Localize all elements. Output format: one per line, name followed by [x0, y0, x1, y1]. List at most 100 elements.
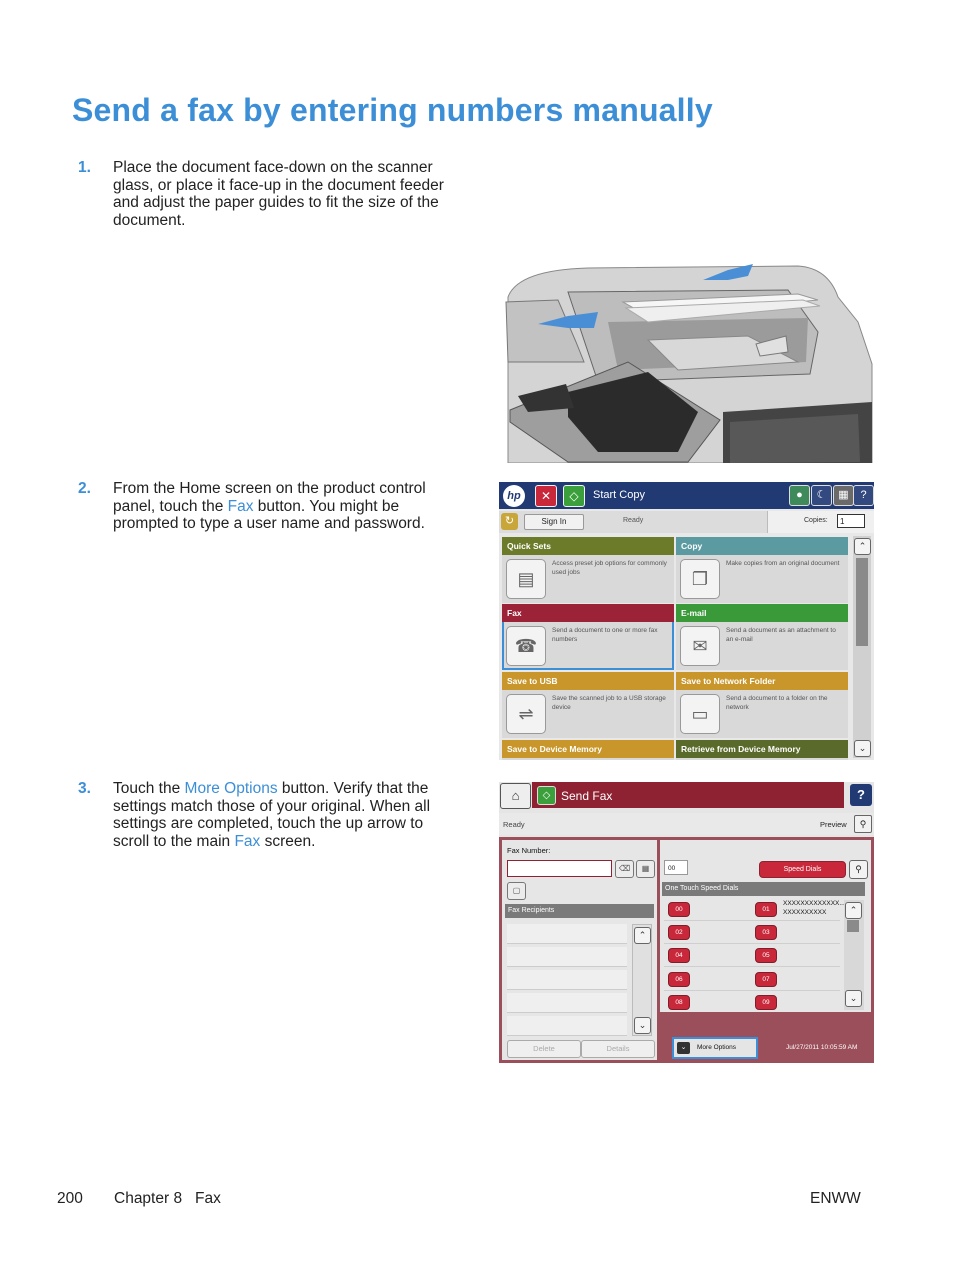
speed-dial-input[interactable]: 00 — [664, 860, 688, 875]
more-options-link[interactable]: More Options — [184, 780, 278, 797]
start-copy-label[interactable]: Start Copy — [593, 489, 645, 501]
step-text-part: button. You might be prompted to type a … — [113, 497, 425, 533]
speed-dial-scrollbar[interactable]: ⌃ ⌄ — [844, 900, 864, 1010]
details-button[interactable]: Details — [581, 1040, 655, 1058]
step-text-part: Touch the — [113, 780, 185, 797]
scroll-up-icon[interactable]: ⌃ — [634, 927, 651, 944]
speed-dial-key[interactable]: 08 — [668, 995, 690, 1010]
speed-dial-key[interactable]: 03 — [755, 925, 777, 940]
list-item[interactable] — [507, 1016, 627, 1036]
tile-description: Send a document to a folder on the netwo… — [726, 695, 828, 711]
fax-number-input[interactable] — [507, 860, 612, 877]
list-item[interactable] — [507, 924, 627, 944]
step-text: From the Home screen on the product cont… — [113, 480, 448, 533]
step-number: 1. — [78, 159, 91, 176]
tile-description: Access preset job options for commonly u… — [552, 560, 667, 576]
fax-icon: ☎ — [506, 626, 546, 666]
tile-title: Fax — [502, 604, 674, 622]
status-text: Ready — [623, 517, 644, 524]
home-scrollbar[interactable]: ⌃ ⌄ — [853, 536, 871, 758]
add-recipient-icon[interactable]: ▢ — [507, 882, 526, 900]
help-icon[interactable]: ? — [853, 485, 874, 506]
speed-dial-key[interactable]: 02 — [668, 925, 690, 940]
tile-title: Copy — [676, 537, 848, 555]
start-icon[interactable]: ◇ — [563, 485, 585, 507]
list-item[interactable] — [507, 970, 627, 990]
scroll-down-icon[interactable]: ⌄ — [854, 740, 871, 757]
recipients-scrollbar[interactable]: ⌃ ⌄ — [632, 924, 652, 1036]
fax-link[interactable]: Fax — [227, 497, 254, 515]
speed-dial-key[interactable]: 01 — [755, 902, 777, 917]
more-options-label: More Options — [697, 1044, 737, 1051]
scroll-thumb[interactable] — [847, 920, 859, 932]
printer-illustration — [498, 262, 876, 463]
backspace-icon[interactable]: ⌫ — [615, 860, 634, 878]
copies-input[interactable]: 1 — [837, 514, 865, 528]
tile-copy[interactable]: Copy ❐ Make copies from an original docu… — [676, 537, 848, 603]
scroll-thumb[interactable] — [856, 558, 868, 646]
search-icon[interactable]: ⚲ — [849, 860, 868, 879]
quicksets-icon: ▤ — [506, 559, 546, 599]
speed-dial-key[interactable]: 06 — [668, 972, 690, 987]
scroll-up-icon[interactable]: ⌃ — [854, 538, 871, 555]
scroll-down-icon[interactable]: ⌄ — [634, 1017, 651, 1034]
one-touch-header: One Touch Speed Dials — [662, 882, 865, 896]
tile-title: E-mail — [676, 604, 848, 622]
speed-dial-key[interactable]: 07 — [755, 972, 777, 987]
speed-dials-button[interactable]: Speed Dials — [759, 861, 846, 878]
tile-retrieve-from-device-memory[interactable]: Retrieve from Device Memory — [676, 740, 848, 760]
tile-description: Save the scanned job to a USB storage de… — [552, 695, 666, 711]
tile-title: Quick Sets — [502, 537, 674, 555]
divider — [664, 966, 840, 967]
sleep-icon[interactable]: ☾ — [811, 485, 832, 506]
step-3: 3. Touch the More Options button. Verify… — [78, 780, 448, 850]
step-1: 1. Place the document face-down on the s… — [78, 159, 448, 229]
speed-dial-key[interactable]: 05 — [755, 948, 777, 963]
help-icon[interactable]: ? — [850, 784, 872, 806]
scroll-down-icon[interactable]: ⌄ — [845, 990, 862, 1007]
network-icon[interactable]: ● — [789, 485, 810, 506]
tile-email[interactable]: E-mail ✉ Send a document as an attachmen… — [676, 604, 848, 670]
stop-icon[interactable]: ✕ — [535, 485, 557, 507]
preview-label[interactable]: Preview — [820, 820, 847, 829]
speed-dial-key[interactable]: 09 — [755, 995, 777, 1010]
tile-save-to-device-memory[interactable]: Save to Device Memory — [502, 740, 674, 760]
reset-icon[interactable]: ↻ — [501, 513, 518, 530]
delete-button[interactable]: Delete — [507, 1040, 581, 1058]
divider — [664, 920, 840, 921]
speed-dial-name: XXXXXXXXXXXXX... — [783, 900, 845, 907]
preview-icon[interactable]: ⚲ — [854, 815, 872, 833]
tile-quick-sets[interactable]: Quick Sets ▤ Access preset job options f… — [502, 537, 674, 603]
send-fax-title[interactable]: Send Fax — [561, 789, 613, 803]
tile-title: Retrieve from Device Memory — [676, 740, 848, 758]
printer-drawing — [505, 264, 873, 463]
footer-doc-id: ENWW — [810, 1190, 861, 1207]
step-number: 3. — [78, 780, 91, 797]
email-icon: ✉ — [680, 626, 720, 666]
more-options-button[interactable]: ⌄ More Options — [672, 1037, 758, 1059]
step-text: Touch the More Options button. Verify th… — [113, 780, 448, 850]
start-icon[interactable]: ◇ — [537, 786, 556, 805]
tile-title: Save to Network Folder — [676, 672, 848, 690]
tile-save-to-network-folder[interactable]: Save to Network Folder ▭ Send a document… — [676, 672, 848, 738]
fax-recipients-header: Fax Recipients — [505, 904, 654, 918]
speed-dial-key[interactable]: 00 — [668, 902, 690, 917]
copy-icon: ❐ — [680, 559, 720, 599]
tile-fax[interactable]: Fax ☎ Send a document to one or more fax… — [502, 604, 674, 670]
status-text: Ready — [503, 820, 525, 829]
step-text-part: screen. — [260, 832, 316, 850]
keypad-icon[interactable]: ▦ — [636, 860, 655, 878]
list-item[interactable] — [507, 993, 627, 1013]
page-number: 200 — [57, 1190, 83, 1207]
sign-in-button[interactable]: Sign In — [524, 514, 584, 530]
home-icon[interactable]: ⌂ — [500, 783, 531, 809]
tile-save-to-usb[interactable]: Save to USB ⇌ Save the scanned job to a … — [502, 672, 674, 738]
speed-dial-key[interactable]: 04 — [668, 948, 690, 963]
speed-dial-panel: 00 Speed Dials ⚲ One Touch Speed Dials 0… — [660, 840, 871, 1012]
scroll-up-icon[interactable]: ⌃ — [845, 902, 862, 919]
step-text: Place the document face-down on the scan… — [113, 159, 444, 229]
fax-link[interactable]: Fax — [234, 832, 261, 850]
language-icon[interactable]: ▦ — [833, 485, 854, 506]
step-text-part: From the Home screen on the product cont… — [113, 480, 426, 515]
list-item[interactable] — [507, 947, 627, 967]
